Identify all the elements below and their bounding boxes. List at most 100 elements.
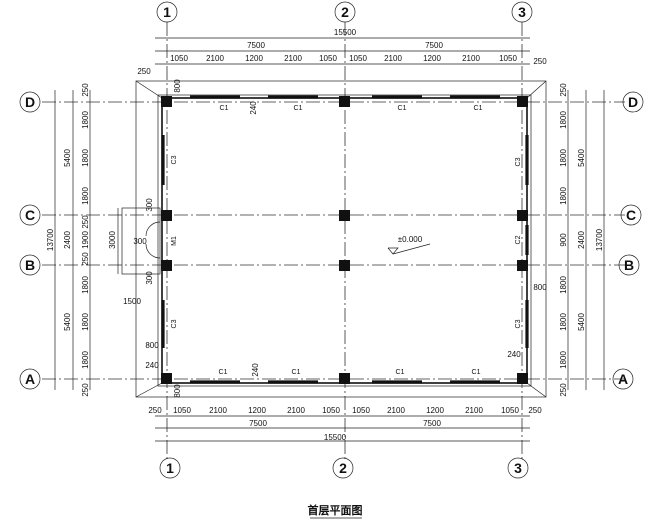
window-label: C2 [515, 235, 522, 244]
column [517, 210, 528, 221]
dim-text: 300 [133, 237, 147, 246]
dim-text: 1050 [499, 54, 517, 63]
window-label: C3 [171, 155, 178, 164]
dim-text: 250 [559, 83, 568, 97]
column [339, 210, 350, 221]
column [517, 260, 528, 271]
left-dimensions: 13700 5400 2400 5400 1800 1800 1800 250 … [46, 83, 90, 397]
dim-text: 800 [533, 283, 547, 292]
dim-text: 2100 [209, 406, 227, 415]
right-dimensions: 13700 5400 2400 5400 1800 1800 1800 900 … [559, 83, 604, 397]
dim-text: 1500 [123, 297, 141, 306]
window-label: C1 [472, 369, 481, 376]
axis-bubble-2 [332, 457, 354, 479]
top-dimensions: 15500 7500 7500 1050 2100 1200 2100 1050… [137, 28, 547, 76]
dim-text: 250 [559, 383, 568, 397]
dim-text: 1050 [170, 54, 188, 63]
dim-text: 2100 [465, 406, 483, 415]
dim-text: 7500 [249, 419, 267, 428]
dim-text: 5400 [577, 313, 586, 331]
dim-text: 800 [173, 79, 182, 93]
axis-label: 2 [341, 4, 349, 20]
axis-bubble-c [19, 204, 41, 226]
dim-text: 250 [81, 215, 90, 229]
column [161, 210, 172, 221]
column [161, 373, 172, 384]
outer-wall-face [157, 94, 532, 387]
elevation-mark: ±0.000 [387, 235, 431, 255]
dim-text: 7500 [425, 41, 443, 50]
dim-text: 1800 [81, 351, 90, 369]
dim-text: 3000 [108, 231, 117, 249]
dim-text: 250 [81, 383, 90, 397]
dim-text: 900 [559, 233, 568, 247]
detail-dimensions: 800 800 240 240 800 240 800 240 3000 300… [108, 79, 547, 398]
dim-text: 1800 [81, 313, 90, 331]
column [339, 373, 350, 384]
axis-bubble-a [612, 368, 634, 390]
windows [161, 95, 529, 384]
dim-text: 1800 [559, 276, 568, 294]
window-label: C3 [515, 319, 522, 328]
axis-grid-lines [42, 22, 625, 460]
dim-text: 240 [507, 350, 521, 359]
window-label: C1 [396, 369, 405, 376]
dim-text: 1800 [559, 187, 568, 205]
elevation-triangle [387, 247, 399, 255]
dim-text: 1200 [423, 54, 441, 63]
axis-bubble-1 [156, 1, 178, 23]
dim-text: 1050 [173, 406, 191, 415]
column [339, 260, 350, 271]
axis-label: 1 [166, 460, 174, 476]
axis-bubble-1 [159, 457, 181, 479]
dim-text: 1800 [559, 111, 568, 129]
dim-text: 7500 [247, 41, 265, 50]
dim-text: 5400 [577, 149, 586, 167]
dim-text: 13700 [595, 228, 604, 251]
dim-text: 250 [528, 406, 542, 415]
dim-text: 7500 [423, 419, 441, 428]
window-label: C1 [474, 105, 483, 112]
dim-text: 2100 [384, 54, 402, 63]
axis-label: 2 [339, 460, 347, 476]
dim-text: 240 [251, 363, 260, 377]
dim-text: 1800 [559, 149, 568, 167]
dim-text: 800 [173, 384, 182, 398]
dim-text: 1800 [81, 149, 90, 167]
window-label: C1 [292, 369, 301, 376]
element-labels: C1 C1 C1 C1 C1 C1 C1 C1 C3 C3 C3 C3 C2 M… [171, 105, 522, 376]
dim-text: 250 [81, 83, 90, 97]
column [161, 96, 172, 107]
dim-text: 1050 [352, 406, 370, 415]
column [339, 96, 350, 107]
dim-text: 15500 [334, 28, 357, 37]
axis-label: B [624, 257, 634, 273]
dim-text: 2100 [284, 54, 302, 63]
window-label: C1 [220, 105, 229, 112]
columns [161, 96, 528, 384]
drawing-title: 首层平面图 [308, 503, 363, 517]
dim-text: 1050 [349, 54, 367, 63]
walls [135, 80, 547, 398]
axis-bubble-2 [334, 1, 356, 23]
window-label: C1 [294, 105, 303, 112]
door-swing [145, 221, 161, 237]
axis-bubbles: 1 2 3 1 2 3 D C B A D C B A [19, 1, 644, 479]
axis-label: A [618, 371, 628, 387]
axis-bubble-c [620, 204, 642, 226]
dim-text: 2100 [206, 54, 224, 63]
outer-wall [161, 97, 528, 384]
axis-label: D [25, 94, 35, 110]
dim-text: 2400 [63, 231, 72, 249]
axis-label: C [25, 207, 35, 223]
door-label: M1 [171, 236, 178, 246]
axis-bubble-b [19, 254, 41, 276]
axis-label: 3 [518, 4, 526, 20]
axis-label: 1 [163, 4, 171, 20]
dim-text: 300 [145, 271, 154, 285]
axis-bubble-d [19, 91, 41, 113]
dim-text: 1200 [245, 54, 263, 63]
column [161, 260, 172, 271]
dim-text: 1800 [81, 276, 90, 294]
dim-text: 800 [145, 341, 159, 350]
